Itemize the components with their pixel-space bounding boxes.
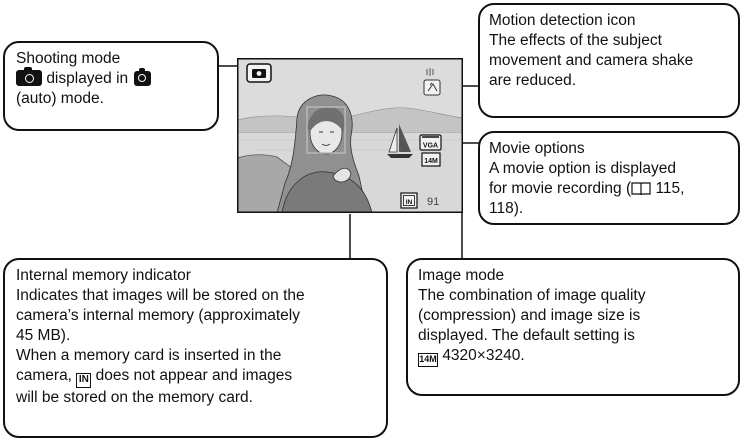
callout-motion-detection-line: are reduced. [489, 72, 577, 89]
camera-icon [16, 67, 42, 86]
face-detection-frame [306, 106, 346, 154]
movie-option-vga-icon: VGA [419, 134, 442, 151]
camera-screen: VGA 14M IN 91 [237, 58, 463, 213]
callout-shooting-mode: Shooting mode displayed in (auto) mode. [3, 41, 219, 131]
callout-image-mode-title: Image mode [418, 267, 505, 284]
callout-internal-memory-line: When a memory card is inserted in the [16, 347, 282, 364]
callout-movie-options-line3: 118). [489, 200, 524, 217]
callout-shooting-mode-text: displayed in [46, 70, 129, 87]
callout-image-mode-line: The combination of image quality [418, 287, 646, 304]
callout-motion-detection-line: The effects of the subject [489, 32, 662, 49]
book-reference-icon [631, 182, 651, 196]
callout-internal-memory-line6: will be stored on the memory card. [16, 389, 253, 406]
person [276, 94, 373, 213]
callout-motion-detection-title: Motion detection icon [489, 12, 636, 29]
callout-image-mode-default: 4320×3240. [442, 347, 525, 364]
remaining-exposures: 91 [427, 196, 439, 208]
callout-internal-memory-line5-prefix: camera, [16, 367, 72, 384]
callout-shooting-mode-title: Shooting mode [16, 50, 121, 67]
internal-memory-icon: IN [400, 192, 418, 209]
image-mode-icon: 14M [418, 353, 438, 367]
callout-internal-memory-line: camera’s internal memory (approximately [16, 307, 300, 324]
callout-motion-detection: Motion detection icon The effects of the… [478, 3, 740, 118]
image-mode-label: 14M [424, 158, 438, 165]
image-mode-14m-icon: 14M [421, 152, 441, 167]
callout-movie-options-line2-prefix: for movie recording ( [489, 180, 632, 197]
callout-image-mode: Image mode The combination of image qual… [406, 258, 740, 396]
callout-image-mode-line: displayed. The default setting is [418, 327, 635, 344]
callout-motion-detection-line: movement and camera shake [489, 52, 694, 69]
auto-mode-icon [134, 68, 152, 86]
flash-indicator-icon [426, 68, 434, 76]
callout-internal-memory-line5-suffix: does not appear and images [95, 367, 293, 384]
callout-internal-memory-line: Indicates that images will be stored on … [16, 287, 305, 304]
internal-memory-indicator-icon: IN [76, 373, 92, 388]
movie-option-label: VGA [423, 143, 438, 150]
callout-movie-options: Movie options A movie option is displaye… [478, 131, 740, 225]
sailboat [387, 124, 413, 158]
callout-movie-options-title: Movie options [489, 140, 585, 157]
callout-internal-memory: Internal memory indicator Indicates that… [3, 258, 388, 438]
shooting-mode-auto-icon [246, 63, 272, 83]
memory-label: IN [406, 199, 413, 206]
motion-detection-icon [423, 79, 441, 96]
callout-internal-memory-line: 45 MB). [16, 327, 71, 344]
callout-movie-options-line1: A movie option is displayed [489, 160, 676, 177]
callout-shooting-mode-line3: (auto) mode. [16, 90, 104, 107]
callout-image-mode-line: (compression) and image size is [418, 307, 641, 324]
callout-internal-memory-title: Internal memory indicator [16, 267, 191, 284]
callout-movie-options-line2-suffix: 115, [655, 180, 685, 197]
